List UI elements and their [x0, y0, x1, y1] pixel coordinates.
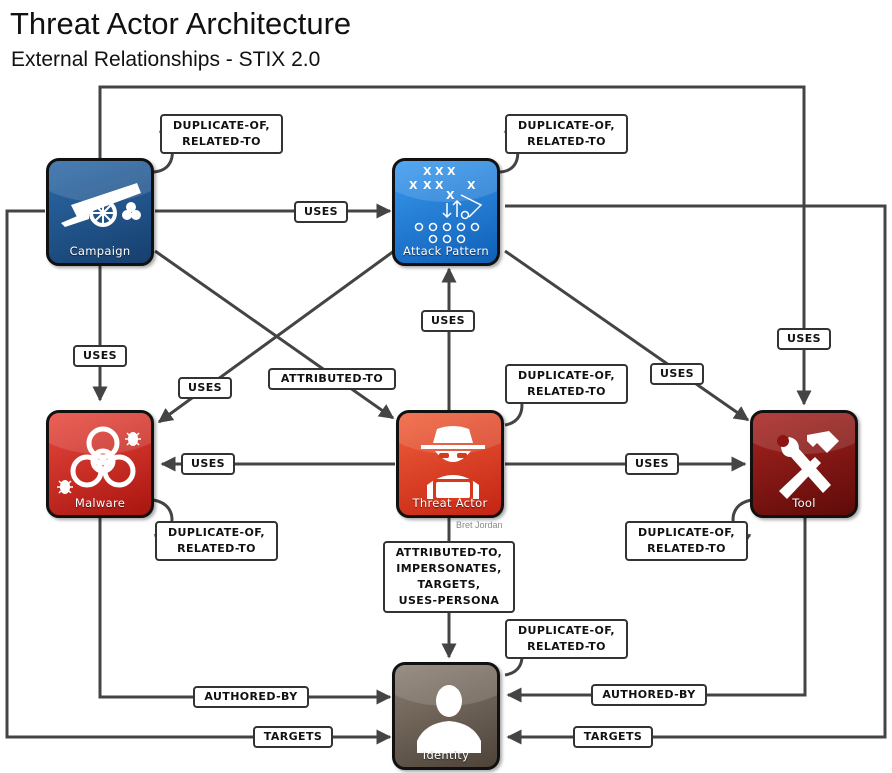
node-campaign[interactable]: Campaign	[46, 158, 154, 266]
label-dup-identity: DUPLICATE-OF, RELATED-TO	[505, 619, 628, 659]
spy-icon	[421, 426, 485, 501]
label-campaign-targets: TARGETS	[253, 726, 333, 748]
author-credit: Bret Jordan	[456, 520, 503, 530]
label-dup-threat-actor: DUPLICATE-OF, RELATED-TO	[505, 364, 628, 404]
cannon-icon	[61, 183, 141, 227]
label-attack-pattern-uses-malware: USES	[178, 377, 232, 399]
node-threat-actor[interactable]: Threat Actor	[396, 410, 504, 518]
edge-campaign-identity	[5, 209, 392, 745]
person-silhouette-icon	[417, 685, 481, 753]
label-campaign-uses-malware: USES	[73, 345, 127, 367]
svg-text:X: X	[409, 179, 418, 192]
svg-text:X: X	[435, 179, 444, 192]
node-label-tool: Tool	[792, 496, 816, 510]
edge-attack-pattern-tool	[504, 249, 750, 422]
svg-text:X: X	[446, 189, 455, 202]
label-malware-authored-by: AUTHORED-BY	[193, 686, 309, 708]
node-label-identity: Identity	[422, 748, 470, 762]
node-label-campaign: Campaign	[69, 244, 131, 258]
label-campaign-attributed-to: ATTRIBUTED-TO	[268, 368, 396, 390]
label-dup-tool: DUPLICATE-OF, RELATED-TO	[625, 521, 748, 561]
label-dup-malware: DUPLICATE-OF, RELATED-TO	[155, 521, 278, 561]
label-dup-campaign: DUPLICATE-OF, RELATED-TO	[160, 114, 283, 154]
label-attack-pattern-targets: TARGETS	[573, 726, 653, 748]
label-campaign-uses-attack-pattern: USES	[294, 201, 348, 223]
label-threat-actor-uses-attack-pattern: USES	[421, 310, 475, 332]
diagram-title: Threat Actor Architecture	[10, 6, 352, 41]
edge-attack-pattern-identity	[505, 204, 887, 745]
edge-campaign-threat-actor	[154, 249, 395, 420]
svg-text:X: X	[467, 179, 476, 192]
label-attack-pattern-uses-tool: USES	[650, 363, 704, 385]
label-dup-attack-pattern: DUPLICATE-OF, RELATED-TO	[505, 114, 628, 154]
node-label-attack-pattern: Attack Pattern	[403, 244, 489, 258]
svg-text:X: X	[423, 179, 432, 192]
node-malware[interactable]: Malware	[46, 410, 154, 518]
svg-text:X: X	[423, 165, 432, 178]
hammer-wrench-icon	[777, 431, 839, 499]
node-identity[interactable]: Identity	[392, 662, 500, 770]
edge-campaign-tool	[98, 85, 812, 406]
label-tool-authored-by: AUTHORED-BY	[591, 684, 707, 706]
node-label-threat-actor: Threat Actor	[412, 496, 488, 510]
node-tool[interactable]: Tool	[750, 410, 858, 518]
node-label-malware: Malware	[74, 496, 126, 510]
svg-text:X: X	[435, 165, 444, 178]
label-threat-actor-identity: ATTRIBUTED-TO, IMPERSONATES, TARGETS, US…	[383, 541, 515, 613]
label-threat-actor-uses-malware: USES	[181, 453, 235, 475]
diagram-subtitle: External Relationships - STIX 2.0	[11, 48, 321, 71]
biohazard-icon	[57, 426, 141, 494]
svg-text:X: X	[447, 165, 456, 178]
label-campaign-uses-tool: USES	[777, 328, 831, 350]
label-threat-actor-uses-tool: USES	[625, 453, 679, 475]
